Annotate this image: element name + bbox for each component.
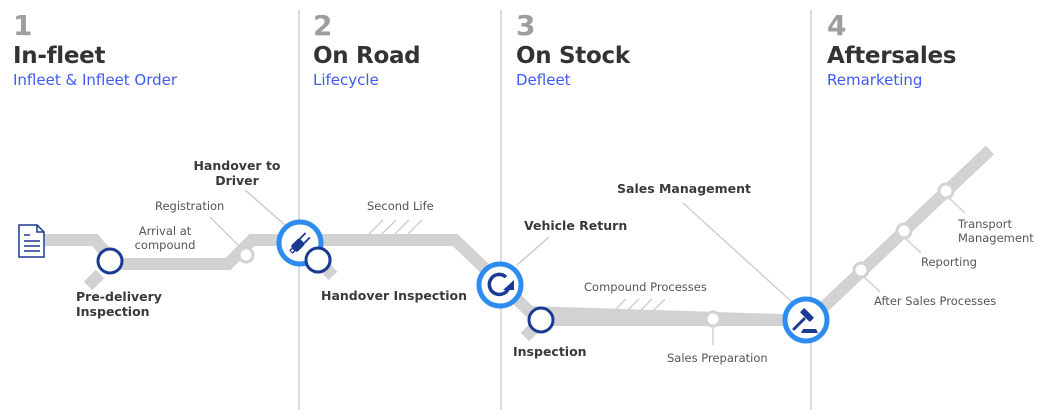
leader-line-after-sales (862, 275, 881, 293)
leader-line-sales-management (682, 202, 793, 303)
phase-title: On Stock (516, 43, 630, 69)
leader-line-transport (947, 196, 966, 214)
label-inspection: Inspection (513, 344, 587, 359)
track-segment-infleet (45, 234, 300, 270)
phase-divider (298, 10, 300, 410)
label-text: Pre-delivery Inspection (76, 289, 162, 319)
label-handover-driver: Handover to Driver (193, 158, 281, 188)
station-vehicle-return[interactable] (476, 261, 524, 309)
station-registration[interactable] (237, 246, 255, 264)
leader-line-handover-driver (244, 189, 286, 226)
label-arrival: Arrival at compound (134, 224, 196, 252)
phase-title: In-fleet (13, 43, 106, 69)
label-second-life: Second Life (367, 199, 434, 213)
label-reporting: Reporting (921, 255, 977, 269)
phase-number: 1 (13, 9, 33, 42)
document-icon (18, 224, 45, 258)
plug-icon (289, 232, 311, 254)
leader-line-reporting (904, 237, 922, 254)
station-handover-driver[interactable] (276, 219, 332, 274)
phase-number: 4 (827, 9, 847, 42)
phase-divider (810, 10, 812, 410)
station-inspection[interactable] (527, 306, 555, 334)
label-handover-inspection: Handover Inspection (321, 288, 468, 303)
phase-title: Aftersales (827, 43, 957, 69)
phase-number: 3 (516, 9, 536, 42)
label-compound-processes: Compound Processes (584, 280, 707, 294)
phase-subtitle: Infleet & Infleet Order (13, 71, 178, 89)
label-pre-delivery: Pre-delivery Inspection (76, 289, 168, 319)
station-reporting[interactable] (895, 222, 913, 240)
phase-subtitle: Remarketing (827, 71, 923, 89)
phase-on-road: 2 On Road Lifecycle (313, 9, 421, 90)
station-sales-preparation[interactable] (704, 310, 722, 328)
station-sales-management[interactable] (782, 296, 830, 344)
label-after-sales-processes: After Sales Processes (874, 294, 997, 308)
label-vehicle-return: Vehicle Return (524, 218, 628, 233)
phase-on-stock: 3 On Stock Defleet (516, 10, 630, 90)
label-registration: Registration (155, 199, 225, 213)
track-stub (83, 269, 105, 291)
phase-in-fleet: 1 In-fleet Infleet & Infleet Order (13, 10, 177, 90)
station-after-sales-processes[interactable] (852, 261, 870, 279)
label-sales-preparation: Sales Preparation (667, 351, 768, 365)
phase-subtitle: Defleet (516, 71, 571, 89)
phase-divider (500, 10, 502, 410)
phase-aftersales: 4 Aftersales Remarketing (827, 10, 956, 90)
station-transport-management[interactable] (937, 182, 955, 200)
label-transport-management: Transport Management (958, 217, 1034, 245)
station-pre-delivery[interactable] (96, 247, 124, 275)
refresh-icon (487, 272, 514, 297)
phase-number: 2 (313, 9, 333, 42)
label-sales-management: Sales Management (617, 181, 752, 196)
phase-title: On Road (313, 43, 421, 69)
phase-subtitle: Lifecycle (313, 71, 379, 89)
leader-line-vehicle-return (516, 236, 550, 266)
gavel-icon (792, 308, 818, 333)
